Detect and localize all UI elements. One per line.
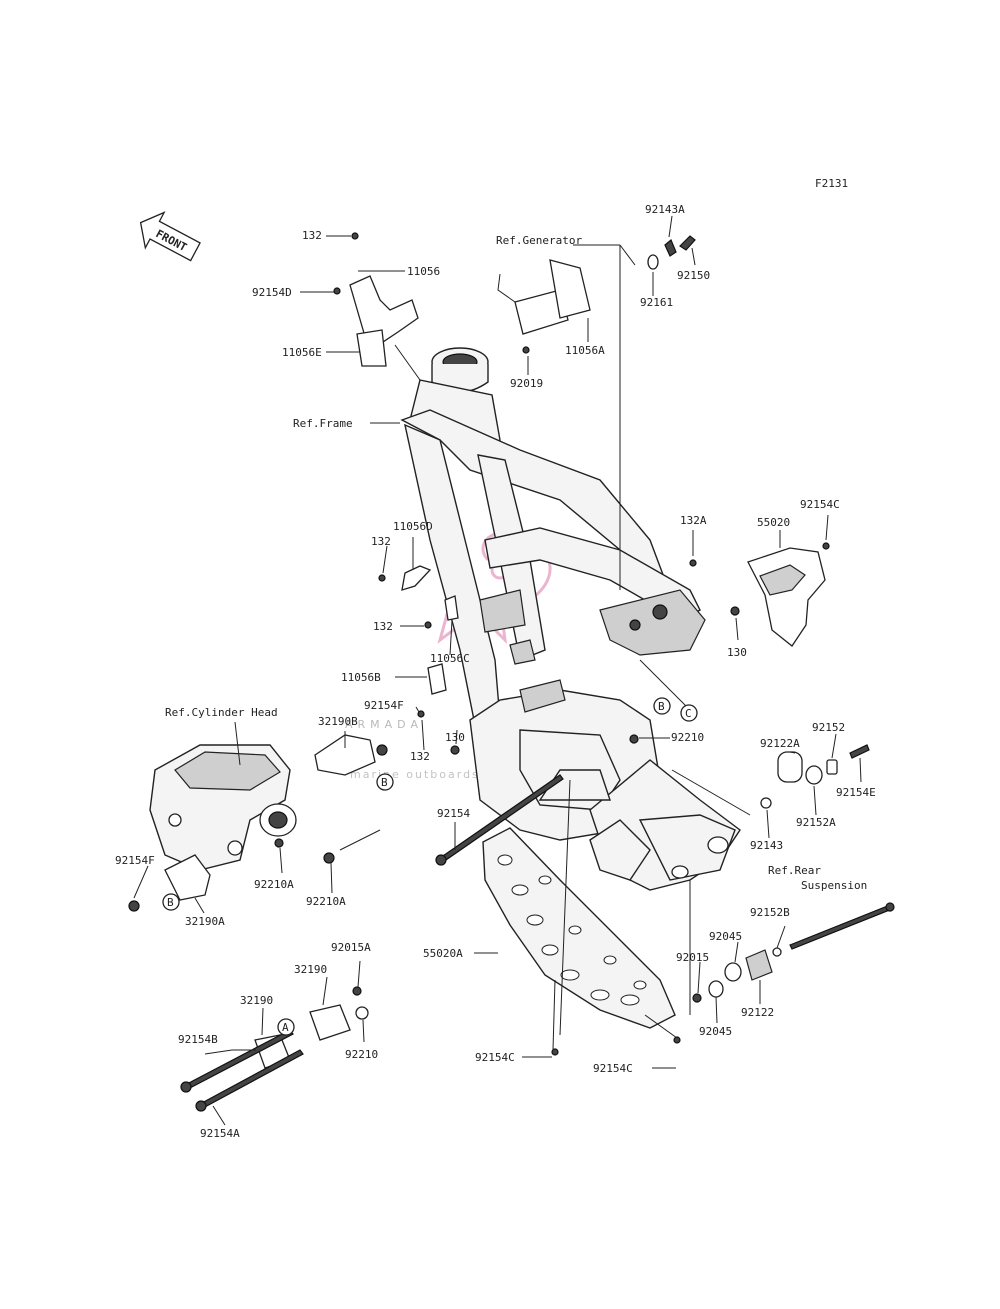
part-label: 92154D bbox=[252, 286, 292, 299]
part-label: 11056A bbox=[565, 344, 605, 357]
watermark-tagline: marine outboards bbox=[350, 768, 480, 781]
marker-b3-text: B bbox=[658, 700, 665, 713]
ref-markers: B B B C A bbox=[162, 697, 698, 1036]
part-label: 55020 bbox=[757, 516, 790, 529]
part-label: 11056E bbox=[282, 346, 322, 359]
small-fasteners bbox=[378, 565, 639, 755]
part-label: 92154C bbox=[593, 1062, 633, 1075]
part-label: 92154E bbox=[836, 786, 876, 799]
part-label: 92152 bbox=[812, 721, 845, 734]
part-label: 130 bbox=[445, 731, 465, 744]
part-label: 92045 bbox=[699, 1025, 732, 1038]
part-label: 132 bbox=[373, 620, 393, 633]
part-label: 92210A bbox=[306, 895, 346, 908]
generator-bracket bbox=[497, 235, 696, 354]
marker-a-text: A bbox=[282, 1021, 289, 1034]
marker-c-circle bbox=[680, 704, 698, 722]
part-label: 92152A bbox=[796, 816, 836, 829]
ref-frame-label: Ref.Frame bbox=[293, 417, 353, 430]
cylinder-head bbox=[149, 744, 297, 871]
marker-b-text: B bbox=[381, 776, 388, 789]
long-bolts bbox=[180, 774, 895, 1112]
bracket-11056 bbox=[333, 232, 421, 381]
part-label: 55020A bbox=[423, 947, 463, 960]
part-label: 130 bbox=[727, 646, 747, 659]
part-label: 11056D bbox=[393, 520, 433, 533]
part-label: 92154F bbox=[115, 854, 155, 867]
part-label: 92150 bbox=[677, 269, 710, 282]
part-label: 92045 bbox=[709, 930, 742, 943]
part-label: 92154 bbox=[437, 807, 470, 820]
ref-cylinder-head-label: Ref.Cylinder Head bbox=[165, 706, 278, 719]
part-label: 92154C bbox=[475, 1051, 515, 1064]
rear-bushings bbox=[692, 744, 870, 1003]
part-label: 92015A bbox=[331, 941, 371, 954]
part-label: 92152B bbox=[750, 906, 790, 919]
part-label: 92154B bbox=[178, 1033, 218, 1046]
marker-b3-circle bbox=[653, 697, 671, 715]
part-label: 132 bbox=[410, 750, 430, 763]
part-label: 92015 bbox=[676, 951, 709, 964]
watermark-name: ARMADA bbox=[345, 718, 423, 731]
marker-b2-text: B bbox=[167, 896, 174, 909]
part-labels: 132 11056 92154D 11056E 92143A 92150 921… bbox=[115, 203, 876, 1140]
part-label: 92122A bbox=[760, 737, 800, 750]
marker-c-text: C bbox=[685, 707, 692, 720]
marker-b-circle bbox=[376, 773, 394, 791]
part-label: 92210A bbox=[254, 878, 294, 891]
figure-code: F2131 bbox=[815, 177, 848, 190]
marker-a-circle bbox=[277, 1018, 295, 1036]
part-label: 92154C bbox=[800, 498, 840, 511]
part-label: 92143 bbox=[750, 839, 783, 852]
part-label: 92154F bbox=[364, 699, 404, 712]
part-label: 11056C bbox=[430, 652, 470, 665]
part-label: 132A bbox=[680, 514, 707, 527]
part-label: 32190A bbox=[185, 915, 225, 928]
ref-rear-label: Ref.Rear bbox=[768, 864, 821, 877]
leader-lines bbox=[133, 215, 862, 1126]
part-label: 92210 bbox=[345, 1048, 378, 1061]
part-label: 92019 bbox=[510, 377, 543, 390]
frame-drawing bbox=[400, 347, 741, 891]
front-arrow-icon bbox=[139, 211, 201, 262]
part-label: 32190 bbox=[294, 963, 327, 976]
part-label: 132 bbox=[371, 535, 391, 548]
side-guard-55020 bbox=[689, 542, 830, 647]
part-label: 92161 bbox=[640, 296, 673, 309]
skid-plate-55020A bbox=[482, 827, 681, 1056]
ref-generator-label: Ref.Generator bbox=[496, 234, 582, 247]
front-direction-badge: FRONT bbox=[139, 211, 201, 262]
part-label: 32190B bbox=[318, 715, 358, 728]
part-label: 92143A bbox=[645, 203, 685, 216]
part-label: 132 bbox=[302, 229, 322, 242]
part-label: 11056B bbox=[341, 671, 381, 684]
part-label: 92122 bbox=[741, 1006, 774, 1019]
part-label: 92210 bbox=[671, 731, 704, 744]
part-label: 32190 bbox=[240, 994, 273, 1007]
part-label: 92154A bbox=[200, 1127, 240, 1140]
ref-suspension-label: Suspension bbox=[801, 879, 867, 892]
part-label: 11056 bbox=[407, 265, 440, 278]
marker-b2-circle bbox=[162, 893, 180, 911]
